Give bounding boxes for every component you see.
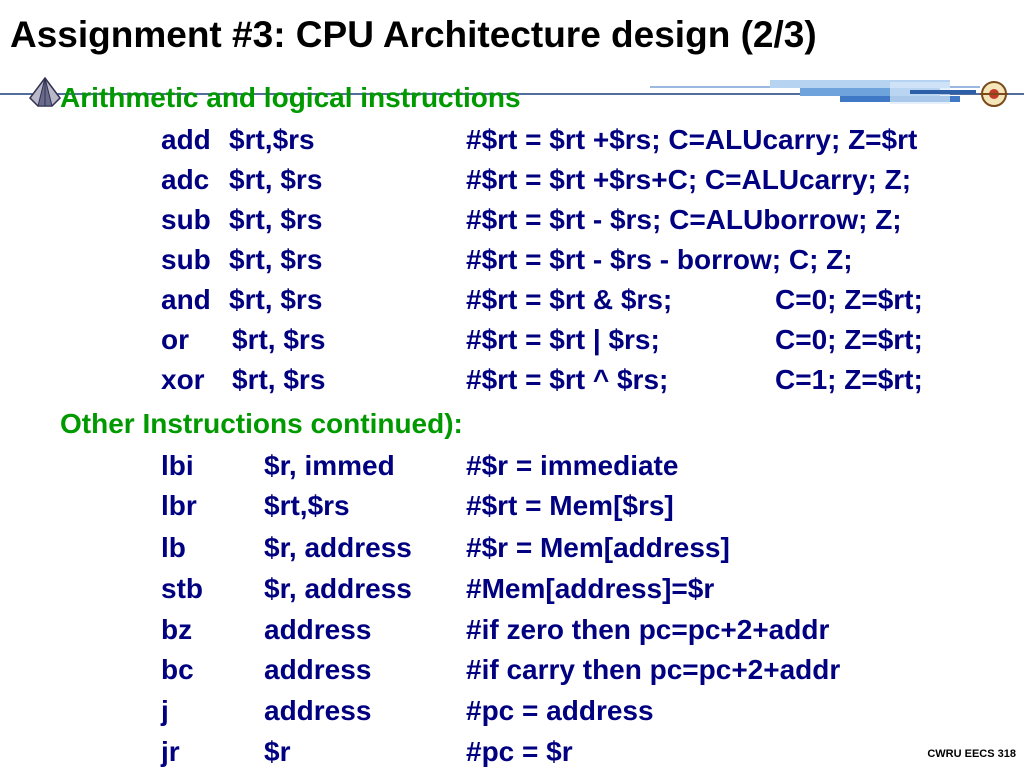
instruction-row: sub $rt, $rs #$rt = $rt - $rs; C=ALUborr… — [0, 204, 1024, 244]
instruction-flags: C=1; Z=$rt; — [775, 364, 923, 395]
instruction-comment: #pc = address — [466, 695, 654, 726]
instruction-args: $rt, $rs — [229, 284, 323, 315]
instruction-comment: #$r = immediate — [466, 450, 679, 481]
instruction-comment: #$r = Mem[address] — [466, 532, 730, 563]
instruction-comment: #$rt = $rt +$rs; C=ALUcarry; Z=$rt — [466, 124, 918, 155]
instruction-comment: #$rt = Mem[$rs] — [466, 490, 674, 521]
instruction-row: stb $r, address #Mem[address]=$r — [0, 573, 1024, 613]
instruction-row: bc address #if carry then pc=pc+2+addr — [0, 654, 1024, 694]
instruction-op: bz — [161, 614, 193, 645]
instruction-comment: #$rt = $rt - $rs - borrow; C; Z; — [466, 244, 853, 275]
logo-icon — [29, 76, 61, 107]
instruction-args: $r, address — [264, 532, 412, 563]
instruction-args: $r, immed — [264, 450, 395, 481]
instruction-args: address — [264, 695, 372, 726]
instruction-op: lb — [161, 532, 186, 563]
instruction-row: xor $rt, $rs #$rt = $rt ^ $rs; C=1; Z=$r… — [0, 364, 1024, 404]
instruction-comment: #Mem[address]=$r — [466, 573, 715, 604]
instruction-row: lbi $r, immed #$r = immediate — [0, 450, 1024, 490]
instruction-op: and — [161, 284, 211, 315]
instruction-args: $rt, $rs — [229, 164, 323, 195]
instruction-op: stb — [161, 573, 203, 604]
instruction-op: xor — [161, 364, 205, 395]
instruction-args: $rt, $rs — [229, 244, 323, 275]
instruction-comment: #if zero then pc=pc+2+addr — [466, 614, 830, 645]
instruction-row: lb $r, address #$r = Mem[address] — [0, 532, 1024, 572]
instruction-flags: C=0; Z=$rt; — [775, 324, 923, 355]
instruction-args: $r — [264, 736, 291, 767]
instruction-op: bc — [161, 654, 194, 685]
section-heading-arith: Arithmetic and logical instructions — [60, 82, 521, 113]
instruction-args: $rt, $rs — [232, 364, 326, 395]
instruction-row: j address #pc = address — [0, 695, 1024, 735]
instruction-comment: #$rt = $rt - $rs; C=ALUborrow; Z; — [466, 204, 902, 235]
instruction-op: add — [161, 124, 211, 155]
instruction-comment: #$rt = $rt | $rs; — [466, 324, 660, 355]
instruction-comment: #$rt = $rt +$rs+C; C=ALUcarry; Z; — [466, 164, 912, 195]
instruction-row: jr $r #pc = $r — [0, 736, 1024, 768]
instruction-row: add $rt,$rs #$rt = $rt +$rs; C=ALUcarry;… — [0, 124, 1024, 164]
instruction-comment: #if carry then pc=pc+2+addr — [466, 654, 841, 685]
instruction-args: $rt, $rs — [229, 204, 323, 235]
instruction-op: sub — [161, 204, 211, 235]
instruction-args: $rt,$rs — [264, 490, 350, 521]
instruction-args: $r, address — [264, 573, 412, 604]
instruction-op: adc — [161, 164, 210, 195]
instruction-flags: C=0; Z=$rt; — [775, 284, 923, 315]
instruction-comment: #$rt = $rt & $rs; — [466, 284, 673, 315]
instruction-row: or $rt, $rs #$rt = $rt | $rs; C=0; Z=$rt… — [0, 324, 1024, 364]
instruction-op: sub — [161, 244, 211, 275]
instruction-args: $rt, $rs — [232, 324, 326, 355]
instruction-row: and $rt, $rs #$rt = $rt & $rs; C=0; Z=$r… — [0, 284, 1024, 324]
instruction-op: lbr — [161, 490, 197, 521]
instruction-op: lbi — [161, 450, 194, 481]
instruction-op: jr — [161, 736, 180, 767]
header-ornament — [650, 80, 1008, 107]
slide-title: Assignment #3: CPU Architecture design (… — [10, 14, 817, 55]
instruction-args: address — [264, 614, 372, 645]
instruction-row: bz address #if zero then pc=pc+2+addr — [0, 614, 1024, 654]
instruction-args: address — [264, 654, 372, 685]
instruction-op: or — [161, 324, 189, 355]
instruction-comment: #$rt = $rt ^ $rs; — [466, 364, 669, 395]
instruction-row: sub $rt, $rs #$rt = $rt - $rs - borrow; … — [0, 244, 1024, 284]
instruction-op: j — [161, 695, 169, 726]
instruction-args: $rt,$rs — [229, 124, 315, 155]
section-heading-other: Other Instructions continued): — [60, 408, 463, 439]
footer-label: CWRU EECS 318 — [927, 748, 1016, 760]
instruction-row: lbr $rt,$rs #$rt = Mem[$rs] — [0, 490, 1024, 530]
instruction-row: adc $rt, $rs #$rt = $rt +$rs+C; C=ALUcar… — [0, 164, 1024, 204]
instruction-comment: #pc = $r — [466, 736, 573, 767]
